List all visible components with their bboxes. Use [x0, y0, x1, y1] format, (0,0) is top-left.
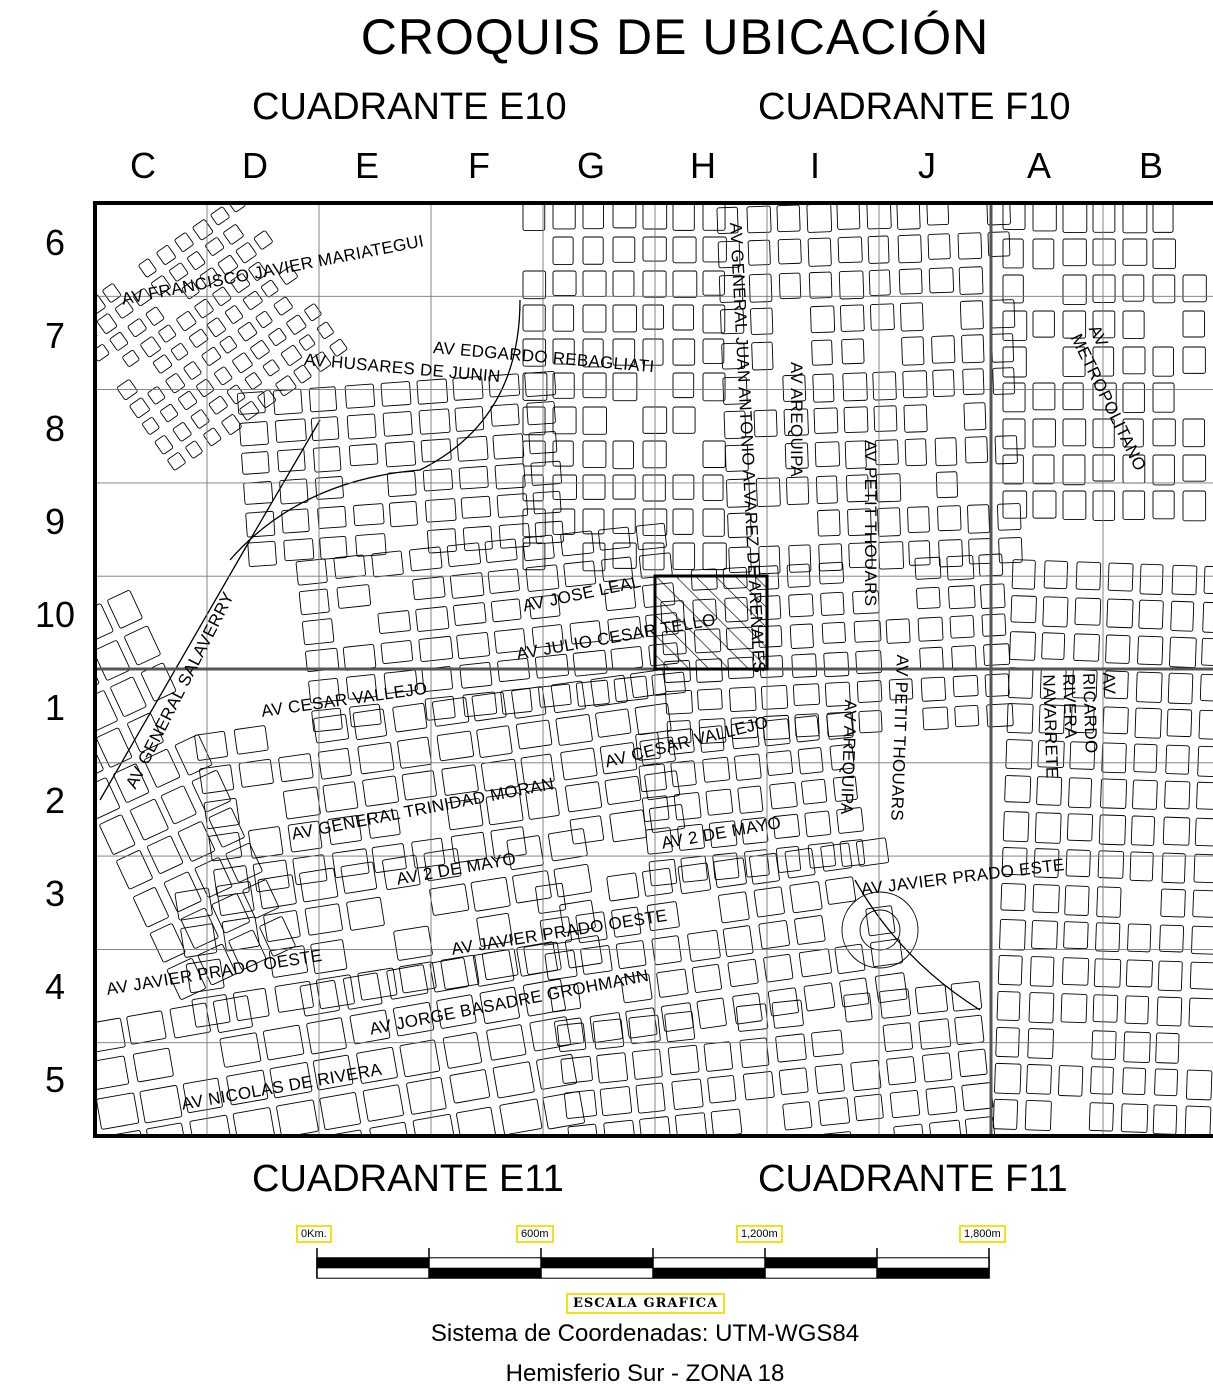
city-blocks [95, 203, 1213, 1136]
highlighted-cell [653, 574, 769, 671]
scale-tick-0: 0Km. [296, 1225, 332, 1243]
scale-caption: ESCALA GRAFICA [566, 1293, 726, 1314]
column-label-j: J [918, 145, 936, 186]
coordinate-system: Sistema de Coordenadas: UTM-WGS84 [430, 1320, 860, 1347]
column-label-f: F [468, 145, 490, 186]
scale-tick-600: 600m [516, 1225, 554, 1243]
column-label-a: A [1026, 145, 1051, 186]
row-label-2: 2 [44, 780, 66, 821]
column-label-e: E [354, 145, 379, 186]
quadrant-e10-label: CUADRANTE E10 [252, 86, 567, 128]
row-label-4: 4 [44, 966, 66, 1007]
scale-bar [316, 1248, 990, 1279]
hemisphere-zone: Hemisferio Sur - ZONA 18 [505, 1360, 785, 1387]
street-label-arequipa-north: AV AREQUIPA [787, 362, 806, 478]
street-label-rivera-navarrete: AV RICARDO RIVERA NAVARRETE [1039, 672, 1119, 779]
quadrant-e11-label: CUADRANTE E11 [252, 1158, 564, 1200]
row-label-3: 3 [44, 873, 66, 914]
scale-tick-1800: 1,800m [959, 1225, 1006, 1243]
column-label-i: I [809, 145, 820, 186]
row-label-7: 7 [44, 315, 66, 356]
map-frame [93, 201, 1213, 1138]
quadrant-f10-label: CUADRANTE F10 [758, 86, 1071, 128]
row-label-8: 8 [44, 408, 66, 449]
column-label-b: B [1138, 145, 1163, 186]
column-label-d: D [242, 145, 268, 186]
scale-tick-1200: 1,200m [736, 1225, 783, 1243]
row-label-1: 1 [44, 687, 66, 728]
row-label-6: 6 [44, 222, 66, 263]
row-label-5: 5 [44, 1059, 66, 1100]
column-label-h: H [690, 145, 716, 186]
street-label-petit-thouars-north: AV PETIT THOUARS [861, 440, 880, 607]
column-label-c: C [130, 145, 156, 186]
quadrant-f11-label: CUADRANTE F11 [758, 1158, 1068, 1200]
row-label-10: 10 [34, 594, 76, 635]
map-title: CROQUIS DE UBICACIÓN [360, 9, 990, 65]
column-label-g: G [576, 145, 605, 186]
street-label-arequipa-south: AV AREQUIPA [836, 699, 860, 816]
row-label-9: 9 [44, 501, 66, 542]
